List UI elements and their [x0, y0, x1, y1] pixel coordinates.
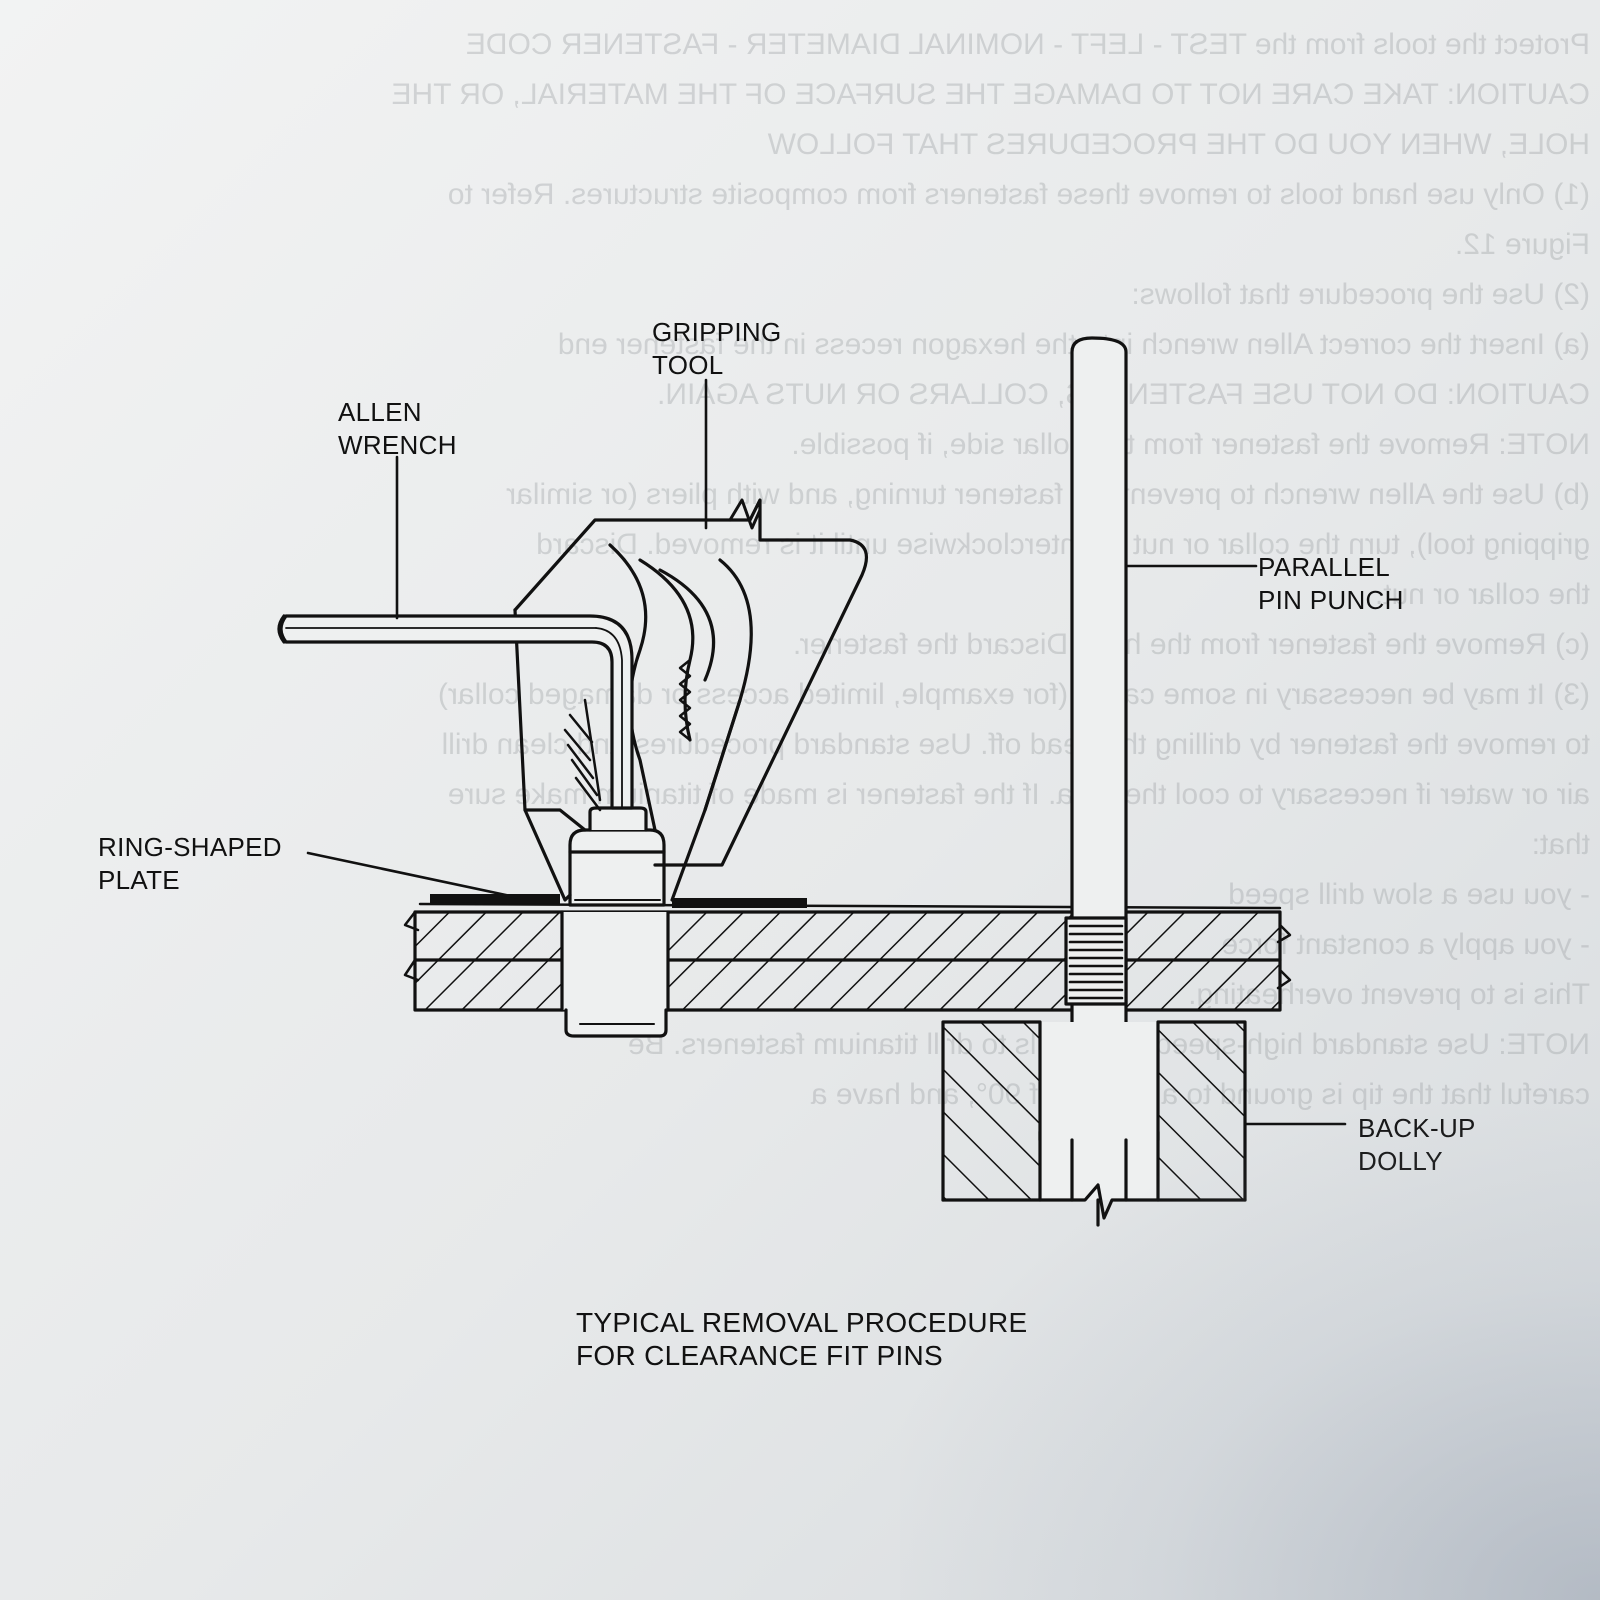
label-back-up-dolly: BACK-UP DOLLY — [1358, 1113, 1476, 1176]
figure-caption: TYPICAL REMOVAL PROCEDURE FOR CLEARANCE … — [576, 1307, 1028, 1371]
parallel-pin-punch — [1038, 336, 1160, 1142]
label-allen-wrench: ALLEN WRENCH — [338, 397, 457, 460]
label-ring-shaped-plate: RING-SHAPED PLATE — [98, 832, 282, 895]
label-parallel-pin-punch: PARALLEL PIN PUNCH — [1258, 552, 1404, 615]
ring-shaped-plate-left — [430, 894, 560, 904]
leader-lines — [306, 378, 1347, 1126]
ring-shaped-plate-right — [672, 898, 807, 908]
fastener-hole — [562, 912, 668, 1010]
composite-structure — [403, 910, 1292, 1012]
allen-wrench — [277, 614, 634, 810]
back-up-dolly — [941, 1020, 1247, 1227]
collar — [568, 806, 666, 907]
fastener — [564, 1008, 668, 1038]
gripping-tool — [513, 498, 869, 902]
label-gripping-tool: GRIPPING TOOL — [652, 317, 782, 380]
